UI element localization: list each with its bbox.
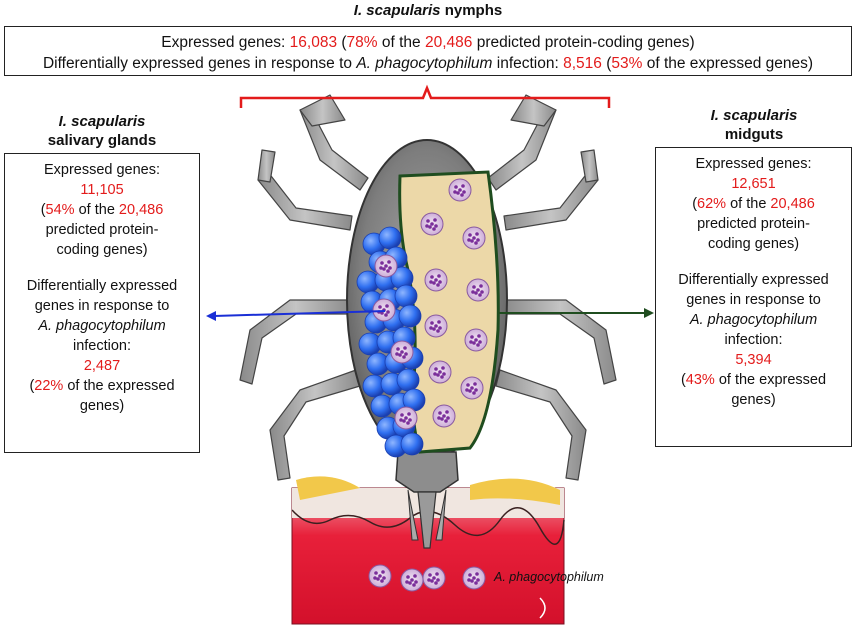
pathogen-cell [464, 328, 488, 352]
salivary-stats-box: Expressed genes: 11,105 (54% of the 20,4… [4, 153, 200, 453]
midgut-stats-box: Expressed genes: 12,651 (62% of the 20,4… [655, 147, 852, 447]
pathogen-cells [368, 178, 490, 592]
salivary-header: I. scapularis salivary glands [47, 113, 157, 149]
pathogen-cell [428, 360, 452, 384]
top-title-rest: nymphs [444, 2, 503, 19]
midgut-expressed-value: 12,651 [731, 176, 776, 192]
tick-legs [239, 94, 617, 481]
top-summary-line-2: Differentially expressed genes in respon… [42, 55, 814, 72]
top-bracket [239, 84, 611, 108]
pathogen-cell [390, 340, 414, 364]
salivary-arrow [206, 310, 386, 321]
pathogen-cell [374, 254, 398, 278]
midgut-header: I. scapularis midguts [710, 107, 798, 143]
top-title-species: I. scapularis [353, 2, 441, 19]
pathogen-cell [466, 278, 490, 302]
pathogen-cell [462, 566, 486, 590]
midgut-arrow [498, 308, 654, 318]
pathogen-cell [420, 212, 444, 236]
pathogen-cell [460, 376, 484, 400]
gland-sphere [394, 284, 418, 308]
pathogen-cell [432, 404, 456, 428]
midgut-de-value: 5,394 [735, 352, 772, 368]
top-summary-box: Expressed genes: 16,083 (78% of the 20,4… [4, 26, 852, 76]
salivary-gland-organ [356, 226, 426, 458]
gland-sphere [398, 304, 422, 328]
pathogen-cell [448, 178, 472, 202]
pathogen-label: A. phagocytophilum [494, 570, 604, 584]
pathogen-cell [372, 298, 396, 322]
gland-sphere [396, 368, 420, 392]
salivary-expressed-value: 11,105 [80, 182, 124, 198]
pathogen-cell [394, 406, 418, 430]
pathogen-cell [462, 226, 486, 250]
pathogen-cell [424, 268, 448, 292]
pathogen-cell [424, 314, 448, 338]
pathogen-cell [368, 564, 392, 588]
salivary-de-value: 2,487 [83, 358, 121, 374]
gland-sphere [378, 226, 402, 250]
gland-sphere [400, 432, 424, 456]
top-summary-line-1: Expressed genes: 16,083 (78% of the 20,4… [161, 34, 695, 51]
top-title: I. scapularis nymphs [0, 2, 856, 20]
pathogen-cell [400, 568, 424, 592]
pathogen-cell [422, 566, 446, 590]
